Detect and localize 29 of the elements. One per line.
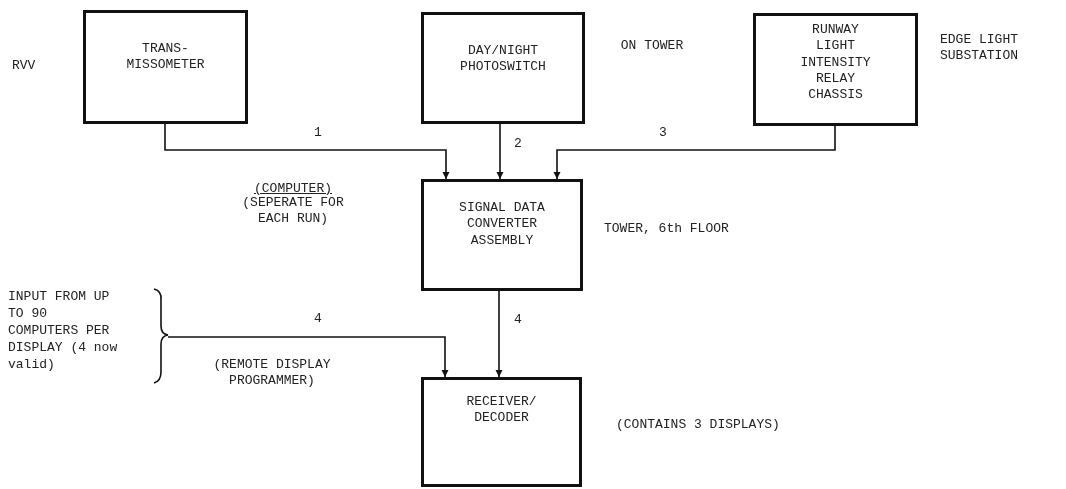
arrow bbox=[167, 336, 449, 378]
box-label: RUNWAY LIGHT INTENSITY RELAY CHASSIS bbox=[799, 22, 872, 104]
box-label: DAY/NIGHT PHOTOSWITCH bbox=[459, 43, 547, 76]
process-box bbox=[421, 179, 583, 291]
process-box bbox=[83, 10, 248, 124]
box-label: TRANS- MISSOMETER bbox=[125, 41, 206, 74]
annotation-text: (REMOTE DISPLAY PROGRAMMER) bbox=[212, 357, 332, 390]
process-box bbox=[421, 12, 585, 124]
box-label: RECEIVER/ DECODER bbox=[465, 394, 538, 427]
arrow bbox=[495, 290, 503, 378]
arrow bbox=[496, 123, 504, 180]
arrow bbox=[164, 123, 450, 180]
process-box bbox=[753, 13, 918, 126]
annotation-text: EDGE LIGHT SUBSTATION bbox=[940, 32, 1019, 65]
annotation-text: TOWER, 6th FLOOR bbox=[604, 221, 729, 238]
arrow bbox=[553, 125, 836, 180]
edge-label: 4 bbox=[312, 312, 324, 325]
process-box bbox=[421, 377, 582, 487]
edge-label: 4 bbox=[512, 313, 524, 326]
annotation-text: (CONTAINS 3 DISPLAYS) bbox=[616, 417, 780, 434]
annotation-text: (COMPUTER) bbox=[253, 181, 333, 197]
annotation-text: RVV bbox=[12, 58, 36, 75]
annotation-text: (SEPERATE FOR EACH RUN) bbox=[241, 195, 345, 228]
edge-label: 3 bbox=[657, 126, 669, 139]
edge-label: 2 bbox=[512, 137, 524, 150]
box-label: SIGNAL DATA CONVERTER ASSEMBLY bbox=[458, 200, 546, 249]
note-text: INPUT FROM UP TO 90 COMPUTERS PER DISPLAY (4 now valid) bbox=[8, 289, 119, 374]
edge-label: 1 bbox=[312, 126, 324, 139]
annotation-text: ON TOWER bbox=[619, 38, 685, 55]
